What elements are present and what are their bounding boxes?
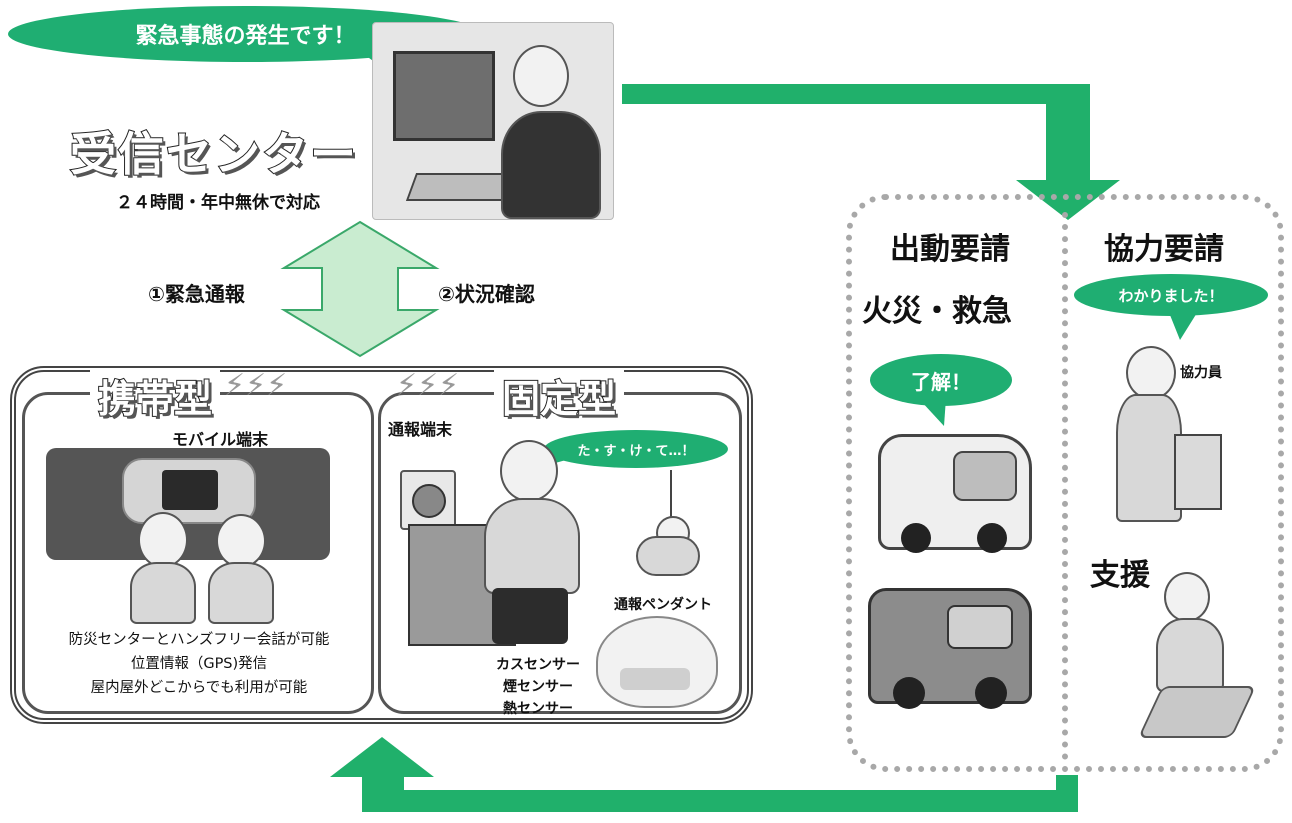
- sensor-label-smoke: 煙センサー: [503, 679, 573, 695]
- portable-title: 携帯型: [90, 368, 221, 423]
- user-woman-body: [130, 562, 196, 624]
- user-elder-body: [208, 562, 274, 624]
- elder-head: [500, 440, 558, 502]
- center-subtitle: ２４時間・年中無休で対応: [116, 193, 320, 213]
- fire-truck-illustration: [868, 588, 1032, 709]
- sensor-label-gas: カスセンサー: [496, 657, 580, 673]
- arrow-label-status-check: ②状況確認: [438, 282, 535, 306]
- help-bubble-text: た・す・け・て…！: [577, 443, 695, 459]
- center-title: 受信センター: [69, 126, 358, 182]
- ambulance-wheel-front: [977, 523, 1007, 553]
- dispatch-subtitle: 火災・救急: [862, 294, 1012, 329]
- ambulance-window: [953, 451, 1017, 501]
- dispatch-bubble-text: 了解！: [911, 369, 971, 394]
- cooperation-title: 協力要請: [1104, 232, 1224, 267]
- fixed-title: 固定型: [494, 368, 625, 423]
- pendant-hand: [636, 536, 700, 576]
- dispatch-title: 出動要請: [890, 232, 1010, 267]
- cooperation-bubble-text: わかりました！: [1118, 286, 1224, 305]
- pendant-illustration: [630, 470, 716, 582]
- portable-signal-icon: ⚡⚡⚡: [224, 368, 288, 403]
- sensor-label-heat: 熱センサー: [503, 701, 573, 717]
- dispatch-bubble: 了解！: [870, 354, 1012, 406]
- emergency-bubble-text: 緊急事態の発生です！: [135, 24, 356, 49]
- users-illustration: [124, 508, 274, 624]
- response-divider: [1062, 212, 1068, 760]
- mobile-device-shape: [122, 458, 256, 524]
- helper-label: 協力員: [1180, 365, 1222, 381]
- elder-body: [484, 498, 580, 594]
- terminals-frame: [10, 366, 753, 724]
- mobile-screen: [162, 470, 218, 510]
- helper-head: [1126, 346, 1176, 400]
- pendant-label: 通報ペンダント: [614, 597, 712, 613]
- mobile-device-photo: [46, 448, 330, 560]
- sensor-device: [596, 616, 718, 708]
- ambulance-illustration: [878, 434, 1032, 553]
- portable-feature-3: 屋内屋外どこからでも利用が可能: [90, 680, 308, 696]
- helper-body: [1116, 394, 1182, 522]
- help-bubble: た・す・け・て…！: [544, 430, 728, 468]
- response-panel: [846, 194, 1284, 772]
- runner-legs: [1137, 686, 1257, 738]
- portable-feature-1: 防災センターとハンズフリー会話が可能: [68, 632, 330, 648]
- emergency-bubble: 緊急事態の発生です！: [8, 6, 483, 62]
- fire-truck-window: [947, 605, 1013, 649]
- double-arrow: [280, 220, 440, 358]
- elder-legs: [492, 588, 568, 644]
- fixed-device-label: 通報端末: [388, 420, 453, 439]
- operator-illustration: [372, 22, 614, 220]
- fire-truck-wheel-rear: [893, 677, 925, 709]
- user-elder-head: [216, 514, 266, 568]
- fixed-signal-icon: ⚡⚡⚡: [396, 368, 460, 403]
- cooperation-bubble: わかりました！: [1074, 274, 1268, 316]
- runner-illustration: [1136, 570, 1257, 740]
- arrow-label-emergency-call: ①緊急通報: [148, 282, 245, 306]
- wall-terminal: [400, 470, 456, 530]
- phone-stand: [1174, 434, 1222, 510]
- operator-head: [513, 45, 569, 107]
- support-label: 支援: [1090, 558, 1150, 593]
- portable-feature-2: 位置情報（GPS)発信: [130, 656, 268, 672]
- ambulance-wheel-rear: [901, 523, 931, 553]
- fire-truck-wheel-front: [975, 677, 1007, 709]
- runner-head: [1164, 572, 1210, 622]
- elder-figure: [470, 440, 600, 650]
- pendant-cord: [670, 470, 672, 522]
- sensor-base: [620, 668, 690, 690]
- operator-body: [501, 111, 601, 219]
- runner-body: [1156, 618, 1224, 692]
- terminal-button: [412, 484, 446, 518]
- monitor-shape: [393, 51, 495, 141]
- mobile-device-label: モバイル端末: [172, 430, 269, 449]
- flow-arrow-to-terminals: [330, 737, 1078, 812]
- flow-arrow-to-response: [622, 84, 1120, 220]
